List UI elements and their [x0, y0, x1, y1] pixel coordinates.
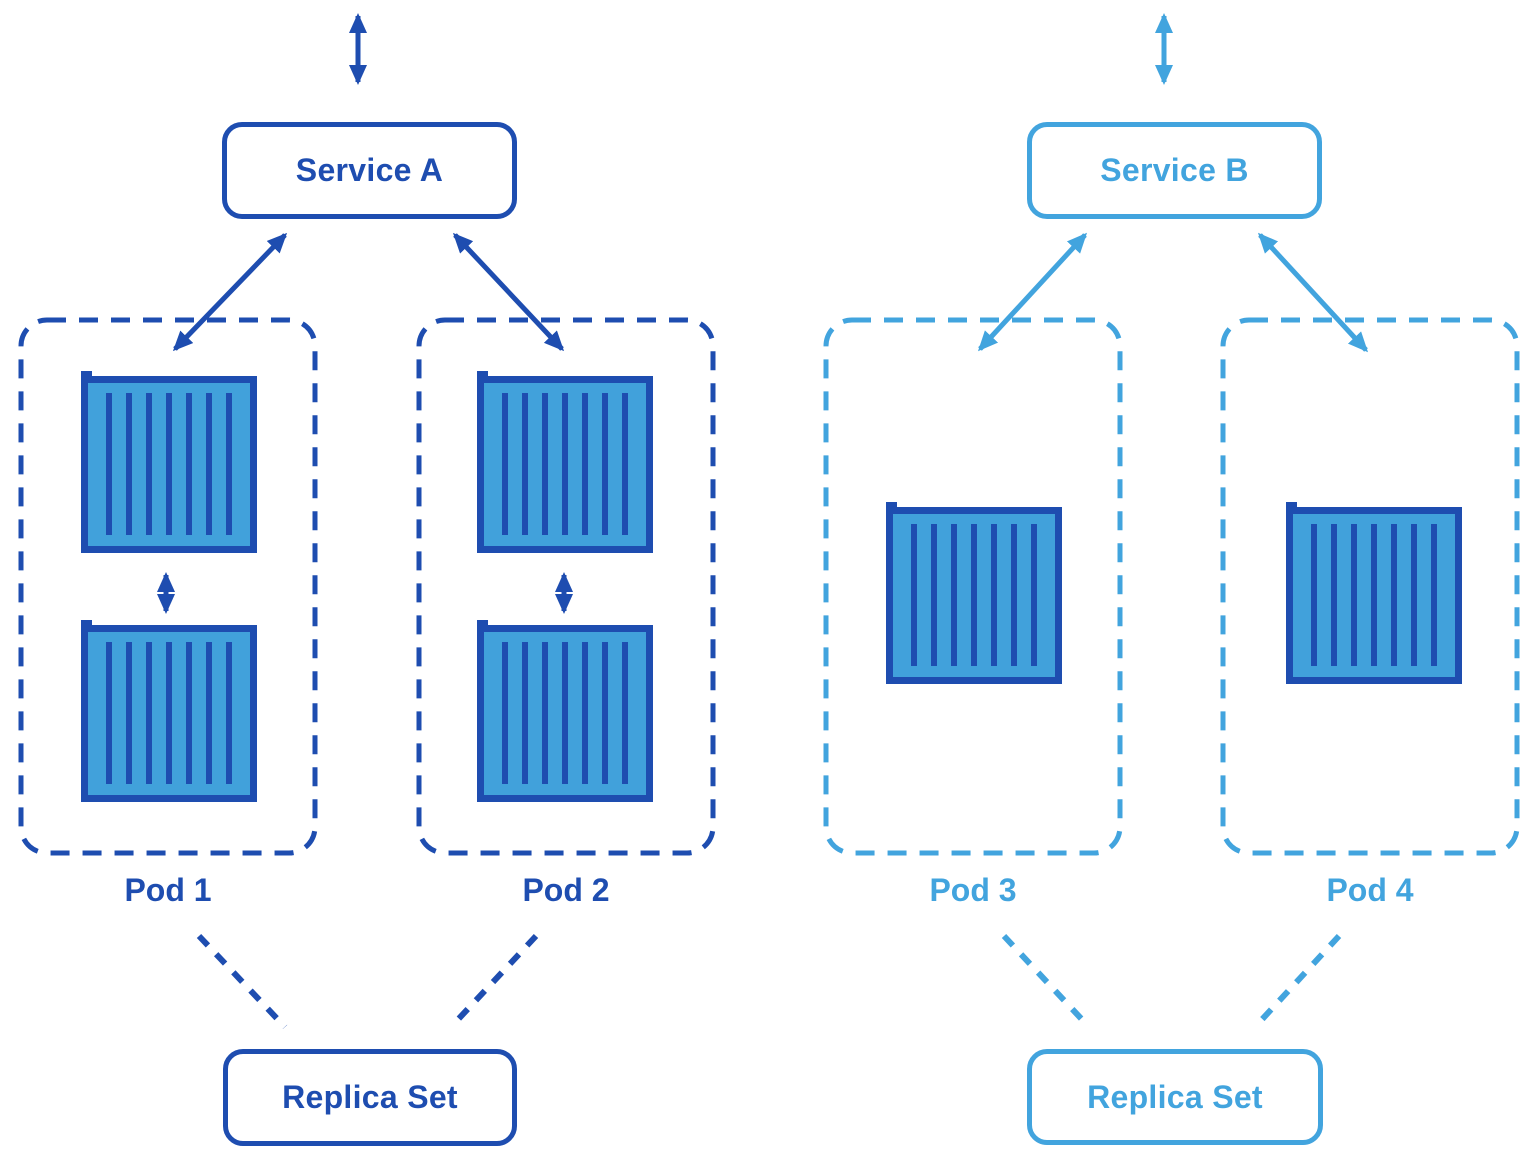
pod-3-boundary: [823, 317, 1123, 856]
service-b-to-pod-4-arrow: [1257, 232, 1369, 353]
service-a-to-pod-2-arrow: [452, 232, 565, 352]
pod-1-boundary: [18, 317, 318, 856]
replica-set-a-label: Replica Set: [282, 1079, 458, 1115]
pod-3-label: Pod 3: [929, 872, 1017, 908]
pod-1-container-1-icon: [81, 371, 257, 553]
pod-2-boundary: [416, 317, 716, 856]
service-a-label: Service A: [295, 152, 444, 188]
service-b-label: Service B: [1100, 152, 1249, 188]
container-stripes: [106, 393, 232, 535]
service-b-node: Service B: [1027, 122, 1322, 219]
pod-4-boundary: [1220, 317, 1520, 856]
service-a-node: Service A: [222, 122, 517, 219]
container-stripes: [1311, 524, 1437, 666]
pod-4-container-icon: [1286, 502, 1462, 684]
pod-2-to-replicaset-link: [448, 933, 539, 1030]
pod-2-container-1-icon: [477, 371, 653, 553]
container-stripes: [502, 642, 628, 784]
container-stripes: [502, 393, 628, 535]
container-stripes: [911, 524, 1037, 666]
pod-4-label: Pod 4: [1326, 872, 1414, 908]
pod-2-container-2-icon: [477, 620, 653, 802]
pod-4-to-replicaset-link: [1252, 933, 1342, 1030]
pod-1-label: Pod 1: [124, 872, 212, 908]
replica-set-b-label: Replica Set: [1087, 1078, 1263, 1115]
pod-2-label: Pod 2: [522, 872, 610, 908]
service-b-to-pod-3-arrow: [977, 232, 1088, 352]
pod-3-to-replicaset-link: [1001, 933, 1092, 1030]
replica-set-b-node: Replica Set: [1027, 1049, 1323, 1145]
pod-3-container-icon: [886, 502, 1062, 684]
pod-1-container-2-icon: [81, 620, 257, 802]
pod-1-to-replicaset-link: [196, 933, 288, 1030]
container-stripes: [106, 642, 232, 784]
service-a-to-pod-1-arrow: [172, 232, 288, 352]
replica-set-a-node: Replica Set: [223, 1049, 517, 1146]
